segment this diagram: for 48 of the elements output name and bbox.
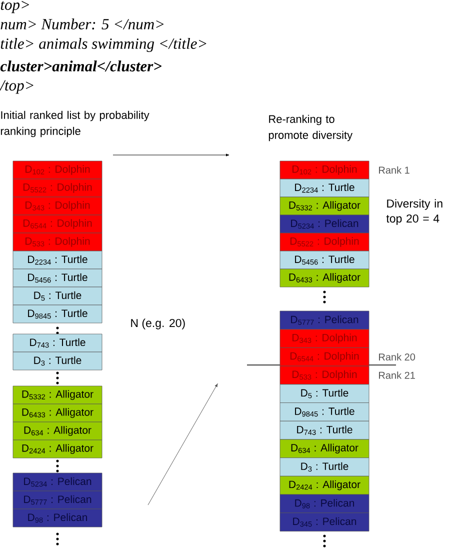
xml-line: top> (0, 0, 29, 14)
rank-label: Rank 21 (379, 372, 415, 379)
list-item-box: D$_{5522}$ : Dolphin (280, 232, 370, 252)
xml-line: cluster>animal</cluster> (0, 60, 162, 72)
xml-line: title> animals swimming </title> (0, 38, 206, 52)
note: Diversity in top 20 = 4 (386, 199, 442, 225)
heading: Re-ranking to promote diversity (268, 114, 353, 142)
xml-line: num> Number: 5 </num> (0, 18, 164, 30)
list-item-box: D$_{5332}$ : Alligator (12, 386, 102, 404)
list-item-box: D$_{3}$ : Turtle (12, 352, 102, 370)
list-item-box: D$_{533}$ : Dolphin (280, 366, 370, 385)
list-item-box: D$_{6544}$ : Dolphin (12, 214, 102, 234)
heading: Initial ranked list by probability ranking principle (0, 110, 150, 138)
list-item-box: D$_{2234}$ : Turtle (12, 250, 102, 270)
list-item-box: D$_{343}$ : Dolphin (280, 329, 370, 348)
list-item-box: D$_{634}$ : Alligator (280, 439, 370, 458)
list-item-box: D$_{5456}$ : Turtle (12, 268, 102, 288)
note: N (e.g. 20) (131, 318, 185, 330)
list-item-box: D$_{2424}$ : Alligator (12, 440, 102, 458)
list-item-box: D$_{6433}$ : Alligator (12, 404, 102, 422)
list-item-box: D$_{2234}$ : Turtle (280, 178, 370, 198)
rank-label: Rank 1 (379, 166, 410, 174)
list-item-box: D$_{5}$ : Turtle (12, 286, 102, 306)
list-item-box: D$_{533}$ : Dolphin (12, 232, 102, 252)
list-item-box: D$_{5234}$ : Pelican (280, 214, 370, 234)
list-item-box: D$_{634}$ : Alligator (12, 422, 102, 440)
list-item-box: D$_{5777}$ : Pelican (280, 310, 370, 330)
list-item-box: D$_{102}$ : Dolphin (12, 160, 102, 180)
list-item-box: D$_{98}$ : Pelican (12, 508, 102, 528)
list-item-box: D$_{6544}$ : Dolphin (280, 348, 370, 366)
list-item-box: D$_{5456}$ : Turtle (280, 250, 370, 270)
list-item-box: D$_{743}$ : Turtle (12, 334, 102, 352)
list-item-box: D$_{5777}$ : Pelican (12, 490, 102, 510)
list-item-box: D$_{98}$ : Pelican (280, 494, 370, 514)
list-item-box: D$_{9845}$ : Turtle (12, 304, 102, 324)
list-item-box: D$_{743}$ : Turtle (280, 420, 370, 440)
list-item-box: D$_{5332}$ : Alligator (280, 196, 370, 216)
list-item-box: D$_{102}$ : Dolphin (280, 160, 370, 180)
list-item-box: D$_{5}$ : Turtle (280, 384, 370, 403)
list-item-box: D$_{6433}$ : Alligator (280, 268, 370, 288)
list-item-box: D$_{5234}$ : Pelican (12, 472, 102, 492)
list-item-box: D$_{3}$ : Turtle (280, 458, 370, 476)
list-item-box: D$_{9845}$ : Turtle (280, 402, 370, 422)
list-item-box: D$_{345}$ : Pelican (280, 512, 370, 532)
list-item-box: D$_{5522}$ : Dolphin (12, 178, 102, 198)
list-item-box: D$_{343}$ : Dolphin (12, 196, 102, 216)
list-item-box: D$_{2424}$ : Alligator (280, 476, 370, 495)
rank-label: Rank 20 (379, 353, 416, 361)
